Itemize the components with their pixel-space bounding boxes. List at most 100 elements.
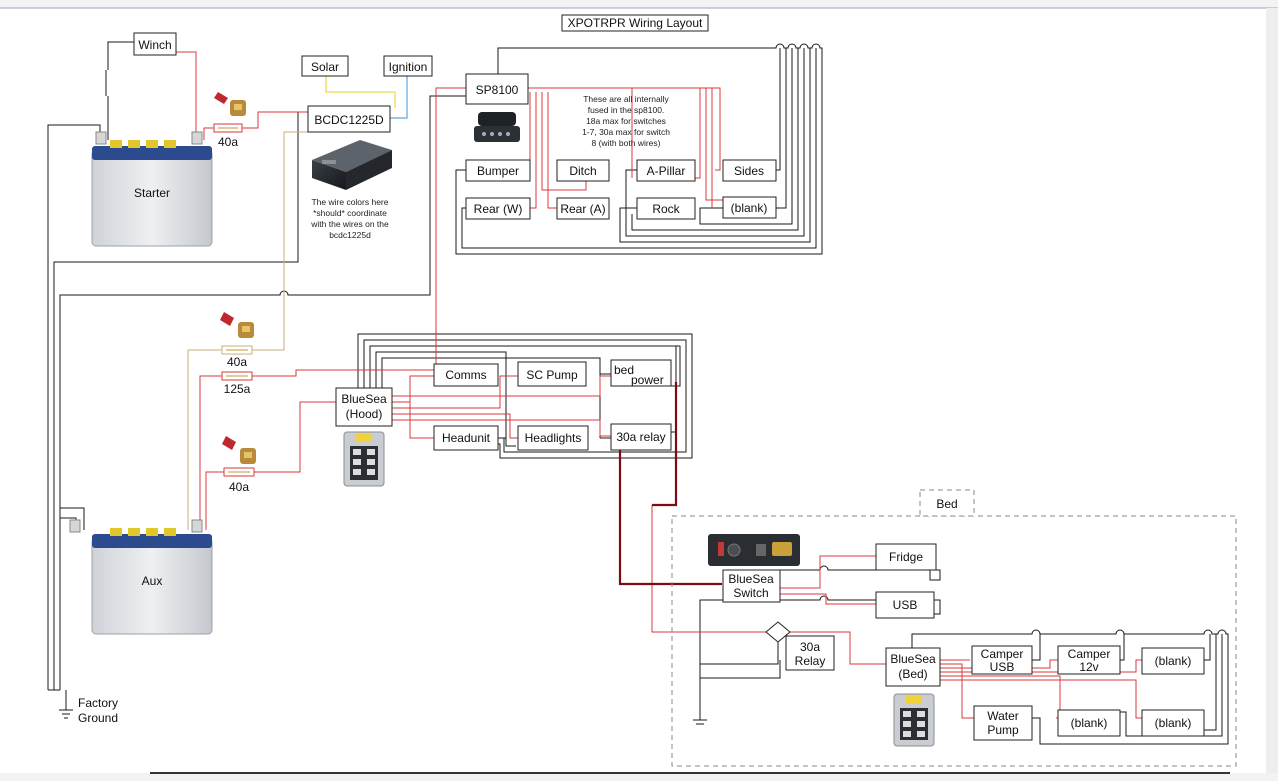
a-pillar-box: A-Pillar [636, 159, 696, 182]
bed-power-box: bed power [610, 359, 672, 387]
svg-text:Sides: Sides [734, 164, 764, 178]
bumper-box: Bumper [465, 159, 531, 182]
svg-text:SC Pump: SC Pump [526, 368, 578, 382]
svg-text:Solar: Solar [311, 60, 339, 74]
headlights-box: Headlights [517, 425, 589, 451]
svg-text:Ignition: Ignition [389, 60, 428, 74]
rear-w-box: Rear (W) [465, 197, 531, 220]
svg-text:power: power [631, 373, 664, 387]
svg-text:BCDC1225D: BCDC1225D [314, 113, 384, 127]
svg-text:Winch: Winch [138, 38, 171, 52]
circuit-breaker-icon [222, 436, 256, 464]
winch-box: Winch [133, 32, 177, 56]
svg-text:Fridge: Fridge [889, 550, 923, 564]
bed-section-label: Bed [919, 489, 975, 517]
svg-text:Camper: Camper [1068, 647, 1111, 661]
page-right-strip [1266, 8, 1278, 773]
sides-box: Sides [722, 159, 777, 182]
ignition-box: Ignition [383, 55, 433, 77]
aux-label: Aux [142, 574, 163, 588]
svg-text:(Hood): (Hood) [346, 407, 383, 421]
water-pump-box: Water Pump [973, 705, 1033, 741]
svg-text:Comms: Comms [445, 368, 486, 382]
relay-bed-box: 30a Relay [785, 635, 835, 671]
svg-text:Bed: Bed [936, 497, 957, 511]
circuit-breaker-icon [220, 312, 254, 338]
bed-ground-icon [693, 718, 707, 725]
blank-bed-box-1: (blank) [1141, 647, 1205, 675]
ditch-box: Ditch [556, 159, 610, 182]
svg-text:SP8100: SP8100 [476, 83, 519, 97]
bluesea-switch-box: BlueSea Switch [722, 569, 781, 603]
svg-text:bcdc1225d: bcdc1225d [329, 230, 371, 240]
svg-text:(blank): (blank) [1071, 716, 1108, 730]
aux-fuse-125a: 125a [221, 371, 253, 396]
svg-text:Switch: Switch [733, 586, 768, 600]
svg-text:bed: bed [614, 363, 634, 377]
rear-a-box: Rear (A) [556, 197, 610, 220]
usb-box: USB [875, 591, 935, 619]
svg-text:fused in the sp8100.: fused in the sp8100. [588, 105, 665, 115]
ground-label-line1: Factory [78, 696, 118, 710]
sp8100-box: SP8100 [465, 73, 529, 105]
blank-bed-box-2: (blank) [1057, 709, 1121, 737]
svg-text:1-7, 30a max for switch: 1-7, 30a max for switch [582, 127, 670, 137]
svg-text:Headunit: Headunit [442, 431, 491, 445]
ground-label-line2: Ground [78, 711, 118, 725]
title-box [561, 14, 709, 32]
relay-hood-box: 30a relay [610, 423, 672, 451]
svg-text:12v: 12v [1079, 660, 1098, 674]
diagram-title: XPOTRPR Wiring Layout [568, 16, 703, 30]
fuse-label: 40a [229, 480, 249, 494]
svg-text:BlueSea: BlueSea [890, 652, 936, 666]
svg-text:BlueSea: BlueSea [341, 392, 387, 406]
svg-text:These are all internally: These are all internally [583, 94, 669, 104]
aux-fuse-bottom: 40a [223, 467, 255, 494]
fuse-label: 40a [227, 355, 247, 369]
svg-text:BlueSea: BlueSea [728, 572, 774, 586]
svg-text:8 (with both wires): 8 (with both wires) [592, 138, 661, 148]
svg-text:(blank): (blank) [1155, 654, 1192, 668]
svg-text:The wire colors here: The wire colors here [311, 197, 388, 207]
svg-text:A-Pillar: A-Pillar [647, 164, 686, 178]
bluesea-bed-box: BlueSea (Bed) [885, 647, 941, 687]
headunit-box: Headunit [433, 425, 499, 451]
svg-text:USB: USB [990, 660, 1015, 674]
svg-text:Relay: Relay [795, 654, 826, 668]
starter-label: Starter [134, 186, 170, 200]
svg-text:*should* coordinate: *should* coordinate [313, 208, 387, 218]
bcdc-box: BCDC1225D [307, 105, 391, 133]
svg-text:(blank): (blank) [1155, 716, 1192, 730]
bluesea-hood-box: BlueSea (Hood) [335, 387, 393, 427]
comms-box: Comms [433, 363, 499, 387]
svg-text:Rock: Rock [652, 202, 680, 216]
blank-sp-box: (blank) [722, 196, 777, 219]
sp8100-controller-image [474, 112, 520, 142]
fridge-box: Fridge [875, 543, 937, 571]
relay-diamond-icon [765, 621, 791, 643]
svg-text:Camper: Camper [981, 647, 1024, 661]
solar-box: Solar [301, 55, 349, 77]
camper-usb-box: Camper USB [971, 645, 1033, 675]
sp8100-note: These are all internally fused in the sp… [582, 94, 670, 148]
svg-text:Bumper: Bumper [477, 164, 519, 178]
svg-text:Ditch: Ditch [569, 164, 596, 178]
svg-text:Rear (W): Rear (W) [474, 202, 523, 216]
svg-text:(blank): (blank) [731, 201, 768, 215]
switch-panel-image [708, 534, 800, 566]
fuse-label: 125a [224, 382, 251, 396]
svg-text:USB: USB [893, 598, 918, 612]
sc-pump-box: SC Pump [517, 361, 587, 387]
bluesea-fuse-block-image [893, 693, 935, 747]
aux-battery: Aux [69, 519, 213, 635]
svg-text:Water: Water [987, 709, 1019, 723]
dc-charger-image [312, 140, 392, 190]
svg-text:Rear (A): Rear (A) [560, 202, 605, 216]
svg-text:Pump: Pump [987, 723, 1019, 737]
svg-text:18a max for switches: 18a max for switches [586, 116, 666, 126]
bcdc-note: The wire colors here *should* coordinate… [310, 197, 389, 240]
circuit-breaker-icon [214, 92, 246, 116]
rock-box: Rock [636, 197, 696, 220]
svg-text:with the wires on the: with the wires on the [310, 219, 389, 229]
